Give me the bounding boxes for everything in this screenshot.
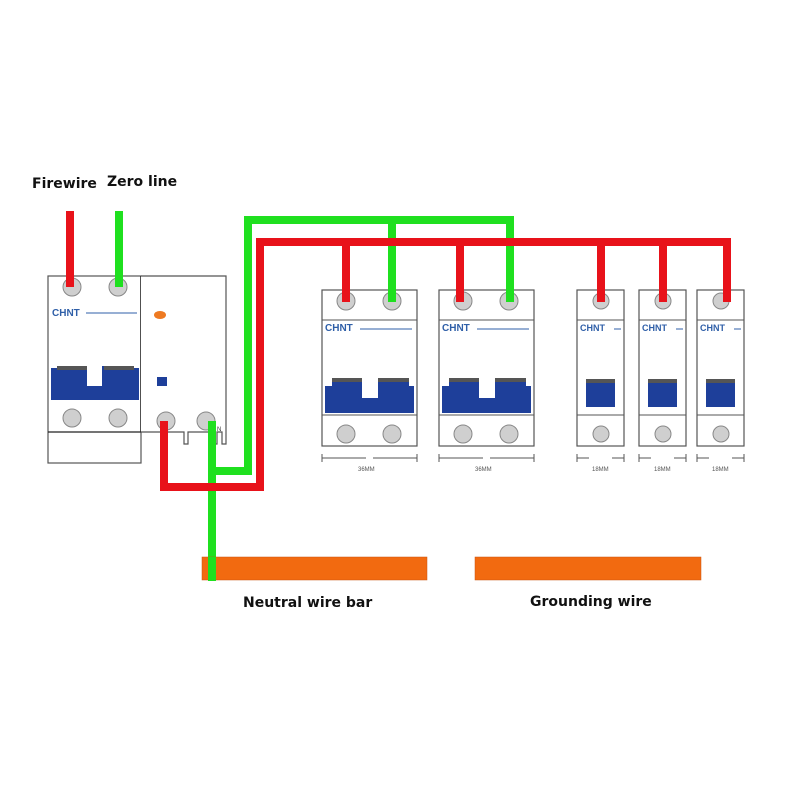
neutral-wire-bar (201, 556, 428, 581)
dimension-label: 18MM (654, 467, 671, 473)
zero-line-wire (115, 211, 123, 287)
terminal-screw (62, 408, 82, 428)
neutral-bar-label: Neutral wire bar (243, 595, 372, 611)
neutral-wiring (208, 216, 514, 581)
branch-breaker-1p[interactable]: CHNT 18MM (576, 289, 625, 473)
dimension-label: 36MM (358, 467, 375, 473)
dimension-label: 18MM (592, 467, 609, 473)
brand-logo: CHNT (52, 308, 80, 319)
terminal-screw (108, 408, 128, 428)
firewire-label: Firewire (32, 176, 97, 192)
live-wiring (160, 238, 731, 491)
main-breaker[interactable]: CHNT (47, 275, 142, 464)
dimension-label: 36MM (475, 467, 492, 473)
n-terminal-label: N (217, 427, 221, 433)
brand-logo: CHNT (700, 323, 725, 333)
zero-line-label: Zero line (107, 174, 177, 190)
firewire-wire (66, 211, 74, 287)
brand-logo: CHNT (325, 323, 353, 334)
brand-logo: CHNT (642, 323, 667, 333)
brand-logo: CHNT (580, 323, 605, 333)
dimension-label: 18MM (712, 467, 729, 473)
grounding-wire-bar (474, 556, 702, 581)
branch-breaker-1p[interactable]: CHNT 18MM (696, 289, 745, 473)
grounding-label: Grounding wire (530, 594, 652, 610)
leakage-module[interactable]: N (141, 275, 227, 445)
toggle-switch[interactable] (51, 366, 139, 400)
branch-breaker-2p[interactable]: CHNT 36MM (321, 289, 418, 473)
brand-logo: CHNT (442, 323, 470, 334)
indicator-light (154, 311, 166, 319)
branch-breaker-2p[interactable]: CHNT 36MM (438, 289, 535, 473)
test-button[interactable] (157, 377, 167, 386)
branch-breaker-1p[interactable]: CHNT 18MM (638, 289, 687, 473)
